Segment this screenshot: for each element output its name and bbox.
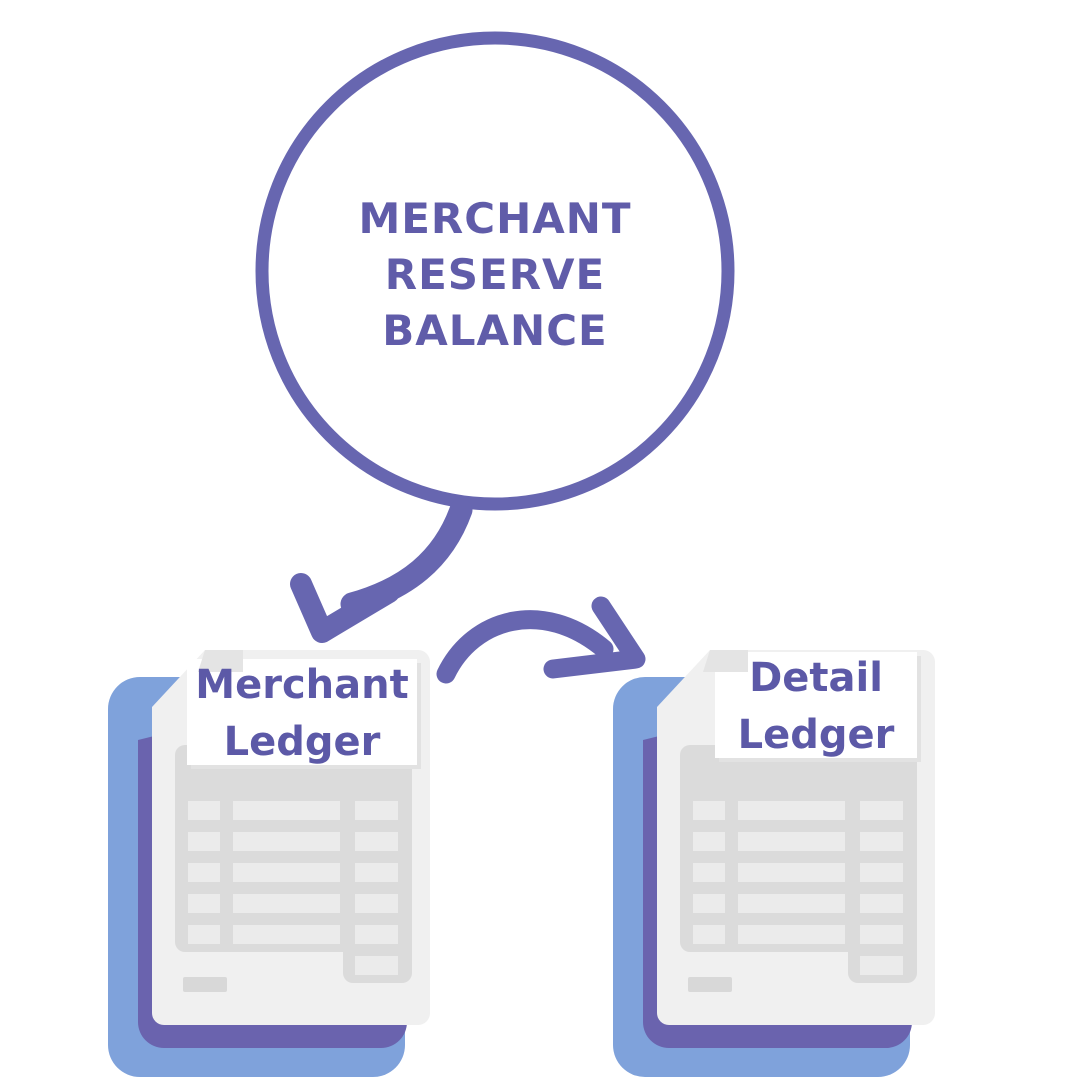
- flow-arrows: [290, 498, 646, 684]
- arrow-head: [543, 596, 646, 679]
- circle-title-line-2: RESERVE: [385, 250, 606, 299]
- arrow-shaft: [436, 610, 614, 684]
- arrow-head: [290, 573, 400, 643]
- curved-arrow-down-left-icon: [290, 498, 473, 643]
- curved-arrow-right-icon: [436, 596, 646, 684]
- detail-ledger-label-line-2: Ledger: [738, 712, 895, 758]
- detail-ledger-label-line-1: Detail: [749, 655, 883, 701]
- merchant-ledger-label-line-1: Merchant: [195, 662, 408, 708]
- circle-title-line-3: BALANCE: [382, 306, 607, 355]
- arrow-shaft: [340, 498, 473, 616]
- reserve-balance-circle-title: MERCHANT RESERVE BALANCE: [358, 194, 631, 355]
- circle-title-line-1: MERCHANT: [358, 194, 631, 243]
- merchant-ledger-label-line-2: Ledger: [224, 719, 381, 765]
- detail-ledger: Detail Ledger: [613, 650, 935, 1077]
- reserve-balance-circle: [255, 31, 735, 511]
- detail-ledger-label: [715, 652, 917, 758]
- page-fold-icon: [703, 650, 748, 672]
- merchant-ledger: Merchant Ledger: [108, 650, 430, 1077]
- merchant-ledger-label: [187, 659, 417, 765]
